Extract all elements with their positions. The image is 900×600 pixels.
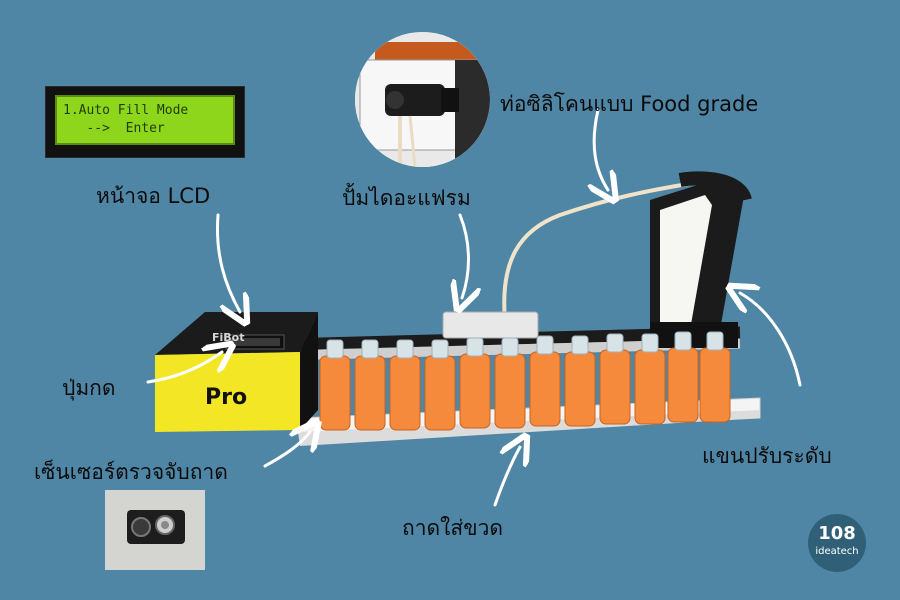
- label-silicone-tube: ท่อซิลิโคนแบบ Food grade: [500, 92, 759, 116]
- sensor-illustration: [105, 490, 205, 570]
- machine-model: Pro: [205, 385, 248, 410]
- label-buttons: ปุ่มกด: [62, 376, 116, 400]
- label-lcd-screen: หน้าจอ LCD: [96, 184, 211, 208]
- lcd-closeup-photo: 1.Auto Fill Mode --> Enter: [45, 86, 245, 158]
- arrow-tube: [594, 108, 608, 190]
- lcd-line-1: 1.Auto Fill Mode: [63, 103, 189, 118]
- label-pump: ปั้มไดอะแฟรม: [342, 186, 471, 210]
- label-adjust-arm: แขนปรับระดับ: [702, 444, 832, 468]
- label-tray-sensor: เซ็นเซอร์ตรวจจับถาด: [34, 460, 228, 484]
- lcd-display: 1.Auto Fill Mode --> Enter: [55, 95, 235, 145]
- arrow-pump: [460, 213, 469, 298]
- arrow-arm: [740, 293, 802, 387]
- arrow-buttons: [146, 352, 222, 384]
- machine-brand: FiBot: [212, 331, 245, 344]
- ideatech-logo: 108 ideatech: [808, 514, 866, 572]
- arrow-lcd: [215, 213, 240, 312]
- pump-closeup-photo: [355, 32, 490, 167]
- arrow-tray: [493, 447, 520, 507]
- logo-number: 108: [818, 523, 856, 544]
- sensor-closeup-photo: [105, 490, 205, 570]
- logo-name: ideatech: [815, 546, 859, 557]
- lcd-line-2: --> Enter: [63, 121, 165, 136]
- arrow-sensor: [263, 432, 310, 468]
- label-bottle-tray: ถาดใส่ขวด: [402, 516, 504, 540]
